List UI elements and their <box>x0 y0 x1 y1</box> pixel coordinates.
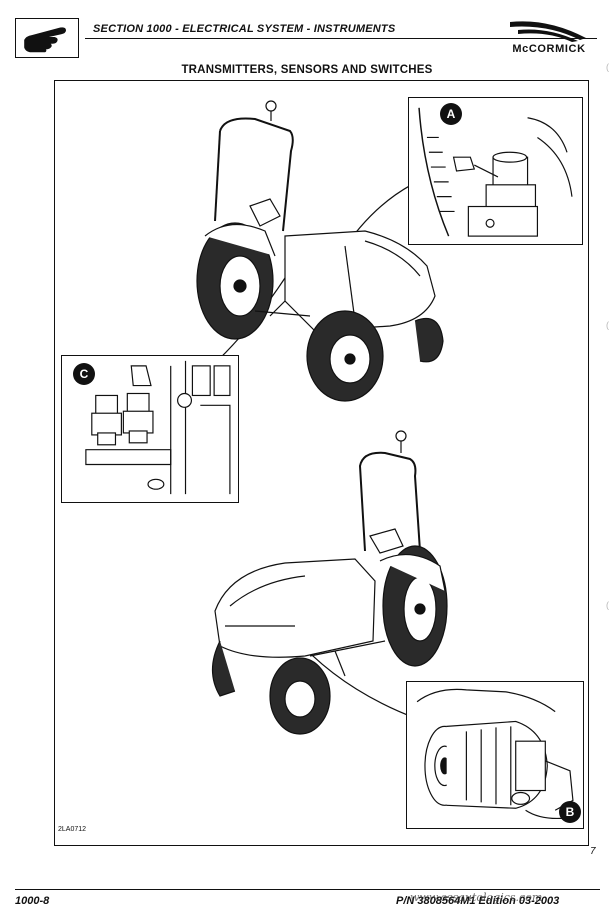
tractor-illustration <box>194 100 456 735</box>
brand-swoosh-icon <box>510 21 586 42</box>
edge-binding-mark: ( <box>606 600 609 610</box>
edge-binding-mark: ( <box>606 62 609 72</box>
callout-a: A <box>440 103 462 125</box>
header-rule <box>85 38 597 39</box>
figure-frame: A C B <box>54 80 589 846</box>
sensor-a-detail <box>418 107 573 237</box>
detail-inset-b <box>406 681 584 829</box>
edge-binding-mark: ( <box>606 320 609 330</box>
figure-code: 2LA0712 <box>58 826 87 833</box>
brand-name: McCORMICK <box>512 43 586 55</box>
section-title: SECTION 1000 - ELECTRICAL SYSTEM - INSTR… <box>93 23 396 35</box>
footer-watermark: www.ossautologics.com <box>410 891 543 904</box>
brand-logo: McCORMICK <box>498 18 600 58</box>
page-heading: TRANSMITTERS, SENSORS AND SWITCHES <box>181 64 433 76</box>
upper-tractor <box>196 100 444 402</box>
alternator-b-detail <box>416 688 574 820</box>
pointing-hand-icon <box>24 27 66 53</box>
footer-part-number: P/N 3808564M1 Edition 03-2003 <box>396 895 560 907</box>
callout-c: C <box>73 363 95 385</box>
callout-b: B <box>559 801 581 823</box>
lower-tractor <box>211 430 448 735</box>
switch-c-detail <box>85 360 231 495</box>
detail-inset-a <box>408 97 583 245</box>
page-number: 7 <box>590 846 596 857</box>
section-logo-box <box>15 18 79 58</box>
footer-rule <box>15 889 600 890</box>
footer-page-id: 1000-8 <box>15 895 50 907</box>
detail-inset-c <box>61 355 239 503</box>
